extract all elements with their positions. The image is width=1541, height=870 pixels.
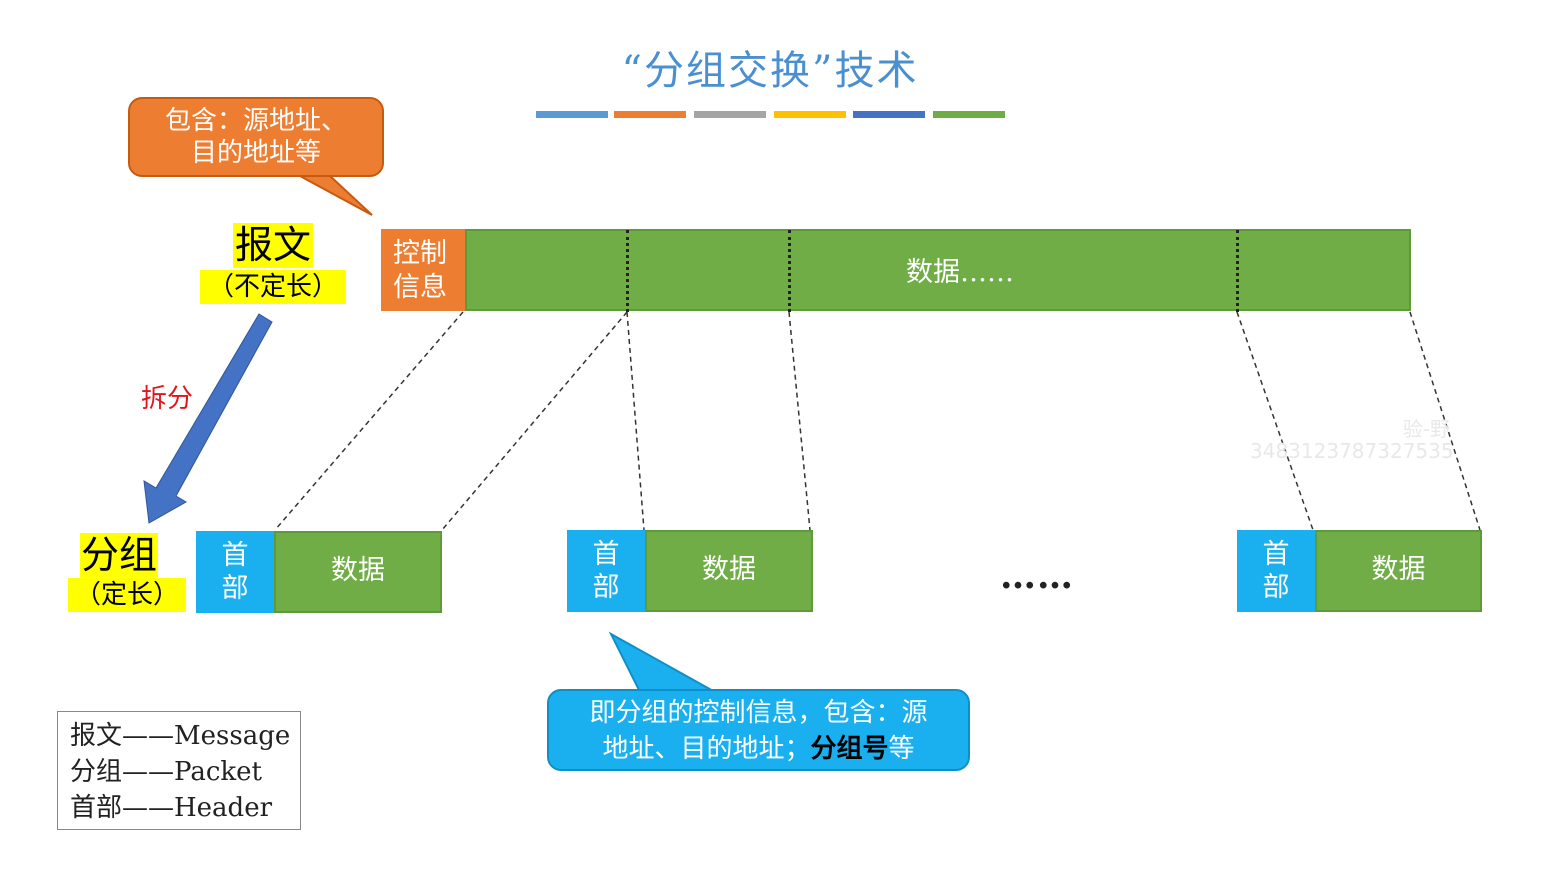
dashed-line <box>274 311 464 531</box>
segment-divider <box>626 230 629 312</box>
title-bar-3 <box>694 111 766 118</box>
message-data-label: 数据…… <box>906 257 1014 288</box>
split-arrow-icon <box>143 313 273 524</box>
packets-ellipsis: …… <box>1000 555 1074 597</box>
legend-item: 报文——Message <box>70 721 291 751</box>
dashed-line <box>788 311 811 531</box>
callout-header-info: 即分组的控制信息，包含：源 地址、目的地址；分组号等 <box>547 689 970 771</box>
packet-data: 数据 <box>1315 530 1482 612</box>
message-control-info: 控制 信息 <box>381 229 465 311</box>
title-bar-1 <box>536 111 608 118</box>
callout-bottom-line2-suffix: 等 <box>888 734 915 764</box>
diagram-title: “分组交换”技术 <box>621 48 919 94</box>
title-bar-4 <box>774 111 846 118</box>
packet-header-line2: 部 <box>221 573 249 604</box>
packet-header-line1: 首 <box>592 539 620 570</box>
legend-item: 分组——Packet <box>70 757 262 787</box>
dashed-line <box>1236 311 1314 531</box>
packet-header-line1: 首 <box>1262 539 1290 570</box>
packet-header-line2: 部 <box>1262 572 1290 603</box>
packet-header: 首 部 <box>1237 530 1315 612</box>
callout-bottom-emphasis: 分组号 <box>810 734 889 764</box>
callout-bottom-tail <box>608 631 719 693</box>
packet-header: 首 部 <box>567 530 645 612</box>
message-length-note: （不定长） <box>200 270 346 304</box>
callout-bottom-line2: 地址、目的地址；分组号等 <box>549 731 968 767</box>
legend-item: 首部——Header <box>70 793 273 823</box>
title-bar-5 <box>853 111 925 118</box>
callout-bottom-line2-prefix: 地址、目的地址； <box>602 734 811 764</box>
watermark-line1: 验-野 <box>1402 417 1450 441</box>
callout-bottom-line1: 即分组的控制信息，包含：源 <box>589 698 928 728</box>
dashed-line <box>1409 311 1481 531</box>
packet-header-line1: 首 <box>221 540 249 571</box>
watermark-line2: 3483123787327535 <box>1250 439 1454 463</box>
packet-header-line2: 部 <box>592 572 620 603</box>
watermark: 验-野 3483123787327535 <box>1250 417 1454 463</box>
control-info-line2: 信息 <box>393 272 447 303</box>
dashed-line <box>441 311 628 531</box>
dashed-line <box>626 311 645 531</box>
split-label: 拆分 <box>141 384 194 414</box>
message-data-block <box>465 229 1411 311</box>
packet-header: 首 部 <box>196 531 274 613</box>
callout-top-line1: 包含：源地址、 <box>164 106 347 136</box>
legend-box: 报文——Message 分组——Packet 首部——Header <box>57 711 301 830</box>
callout-top-tail <box>299 175 373 216</box>
message-label: 报文 <box>233 223 313 268</box>
packet-label: 分组 <box>80 533 158 577</box>
packet-data: 数据 <box>645 530 813 612</box>
segment-divider <box>1236 230 1239 312</box>
title-bar-2 <box>614 111 686 118</box>
control-info-line1: 控制 <box>393 238 447 269</box>
title-bar-6 <box>933 111 1005 118</box>
packet-data: 数据 <box>274 531 442 613</box>
segment-divider <box>788 230 791 312</box>
callout-top-line2: 目的地址等 <box>190 138 321 168</box>
packet-length-note: （定长） <box>68 578 186 612</box>
callout-control-info: 包含：源地址、 目的地址等 <box>128 97 384 177</box>
